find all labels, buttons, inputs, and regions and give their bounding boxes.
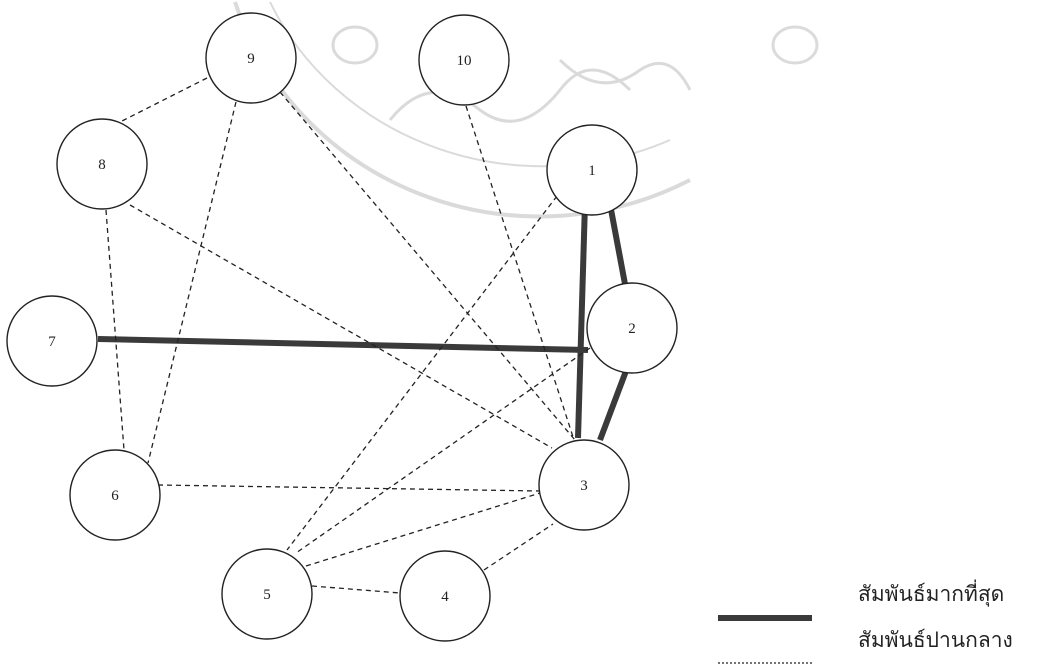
edge-7-2 (97, 336, 589, 353)
edge-2-5 (295, 347, 591, 554)
node-label-7: 7 (48, 334, 56, 350)
node-circle-3 (538, 439, 630, 531)
node-3: 3 (538, 439, 630, 531)
node-circle-4 (399, 550, 491, 642)
nodes-layer: 1 2 3 4 5 6 7 8 9 10 (6, 12, 678, 642)
node-circle-8 (56, 118, 148, 210)
node-circle-1 (546, 124, 638, 216)
edges-layer (97, 77, 629, 594)
node-circle-5 (221, 548, 313, 640)
node-circle-10 (418, 14, 510, 106)
edge-9-3 (279, 91, 576, 441)
legend-lines (718, 615, 812, 664)
node-5: 5 (221, 548, 313, 640)
node-9: 9 (205, 12, 297, 104)
node-label-9: 9 (247, 51, 255, 67)
node-circle-6 (69, 449, 161, 541)
legend-label-moderate: สัมพันธ์ปานกลาง (858, 628, 1013, 652)
node-label-10: 10 (457, 53, 472, 69)
node-4: 4 (399, 550, 491, 642)
node-label-6: 6 (111, 488, 119, 504)
edge-1-5 (286, 195, 558, 551)
node-label-5: 5 (263, 587, 271, 603)
edge-2-3 (597, 369, 629, 442)
node-circle-2 (586, 282, 678, 374)
edge-1-3 (575, 202, 588, 439)
edge-9-8 (119, 77, 208, 123)
node-label-2: 2 (628, 321, 636, 337)
edge-4-3 (483, 523, 554, 571)
node-circle-7 (6, 295, 98, 387)
edge-5-4 (311, 585, 401, 594)
edge-6-3 (157, 484, 541, 492)
node-1: 1 (546, 124, 638, 216)
node-label-3: 3 (580, 478, 588, 494)
edge-8-6 (105, 209, 125, 451)
node-10: 10 (418, 14, 510, 106)
node-circle-9 (205, 12, 297, 104)
edge-9-6 (147, 101, 237, 464)
node-7: 7 (6, 295, 98, 387)
node-label-1: 1 (588, 163, 596, 179)
node-label-4: 4 (441, 589, 449, 605)
node-8: 8 (56, 118, 148, 210)
node-6: 6 (69, 449, 161, 541)
node-2: 2 (586, 282, 678, 374)
university-seal-watermark (233, 1, 819, 219)
legend-label-strongest: สัมพันธ์มากที่สุด (858, 582, 1005, 606)
edge-8-3 (129, 204, 553, 449)
node-label-8: 8 (98, 157, 106, 173)
edge-1-2 (607, 203, 628, 285)
edge-10-3 (465, 105, 575, 441)
edge-5-3 (305, 492, 541, 567)
